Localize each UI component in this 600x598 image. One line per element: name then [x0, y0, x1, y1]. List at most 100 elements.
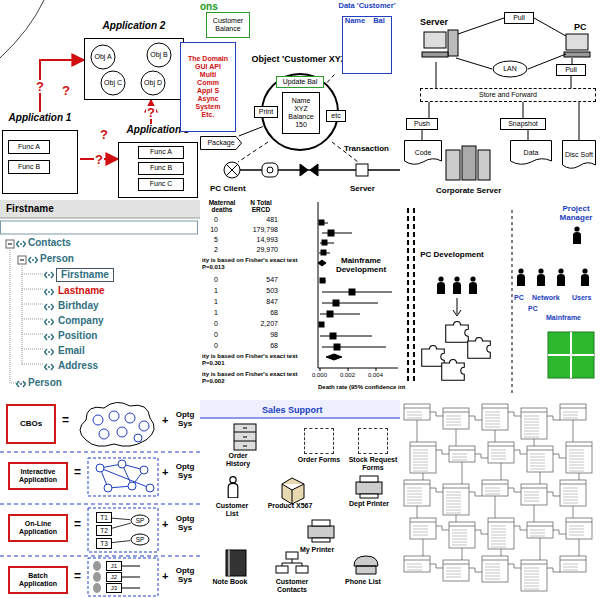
- sales-support-icons-part: [200, 400, 400, 418]
- forest-plot-part-part: [320, 278, 325, 283]
- application-equations-part-part: [140, 466, 148, 474]
- er-relation: [475, 530, 488, 534]
- er-field: [524, 416, 539, 417]
- connector: [112, 518, 130, 520]
- tree-view-part: [0, 200, 200, 218]
- er-table: [560, 404, 586, 420]
- text-label: Customer List: [210, 502, 254, 518]
- forest-plot-part-part: [318, 260, 326, 266]
- er-relation: [553, 530, 566, 534]
- application-equations-part-part: [117, 427, 127, 437]
- text-label: Person: [28, 377, 62, 389]
- node-text: Print: [259, 108, 273, 116]
- sales-support-icons-part: [228, 477, 238, 498]
- text-label: 0: [202, 331, 218, 339]
- er-relation: [573, 420, 574, 442]
- node-text: Balance: [288, 113, 313, 121]
- text-label: 847: [234, 298, 278, 306]
- text-label: 0: [202, 216, 218, 224]
- sales-support-icons-part: [200, 418, 400, 419]
- text-label: ity is based on Fisher's exact text P=0.…: [202, 257, 316, 271]
- node-text: Pull: [565, 66, 577, 74]
- er-table-header: [410, 446, 436, 447]
- er-field: [491, 453, 506, 454]
- text-label: =: [74, 466, 81, 480]
- er-field: [524, 568, 539, 569]
- text-label: Death rate (95% confidence int: [318, 384, 405, 391]
- tree-view-part: [17, 241, 26, 247]
- process-box: J3: [106, 583, 122, 593]
- sales-support-icons-part: [312, 538, 330, 542]
- er-field: [452, 545, 467, 546]
- application-equations-part: [122, 566, 140, 588]
- selected-item: Firstname: [56, 268, 114, 282]
- transaction-line-part: [262, 163, 278, 177]
- er-table-header: [404, 408, 430, 409]
- er-field: [524, 580, 539, 581]
- application-equations-part: [88, 558, 158, 596]
- team-illustration-part: [573, 226, 581, 244]
- er-table-header: [488, 522, 514, 523]
- application-equations-part-part: [93, 561, 101, 571]
- forest-plot-part-part: [321, 250, 326, 255]
- forest-plot-part: [318, 368, 398, 369]
- tree-view-part: [20, 260, 24, 261]
- process-box: Push: [406, 118, 438, 130]
- sales-support-icons: [200, 400, 400, 576]
- er-field: [563, 494, 578, 495]
- er-table-header: [482, 484, 508, 485]
- er-table: [443, 408, 469, 429]
- er-relation: [547, 416, 560, 420]
- application-equations-part-part: [93, 572, 101, 582]
- er-relation: [534, 439, 535, 446]
- application-equations-part: [88, 458, 158, 496]
- team-illustration-part: [453, 298, 461, 316]
- er-relation: [417, 420, 418, 442]
- node-text: Snapshot: [508, 120, 538, 128]
- node-text: Func B: [150, 164, 172, 172]
- er-table-header: [521, 564, 547, 565]
- er-field: [524, 492, 539, 493]
- er-field: [491, 450, 506, 451]
- text-label: Address: [58, 360, 98, 372]
- ellipse-outline: [101, 71, 125, 95]
- er-field: [491, 544, 506, 545]
- connector: [422, 130, 423, 140]
- network-icons-part: [436, 18, 572, 88]
- er-relation: [501, 463, 502, 480]
- process-box: T2: [96, 525, 112, 536]
- application-equations-part: [0, 452, 200, 556]
- document-shape: Code: [404, 140, 442, 166]
- er-relation: [547, 568, 560, 572]
- text-label: Position: [58, 330, 97, 342]
- er-relation: [514, 526, 527, 530]
- text-label: Mainframe: [546, 314, 581, 322]
- text-label: ?: [62, 84, 70, 99]
- connector: [327, 73, 336, 83]
- text-label: Optg Sys: [172, 410, 198, 428]
- er-field: [569, 529, 584, 530]
- er-field: [452, 542, 467, 543]
- node-text: Update Bal: [283, 78, 318, 86]
- er-relation: [579, 539, 580, 556]
- node-text: T2: [100, 527, 108, 534]
- er-field: [524, 428, 539, 429]
- er-field: [413, 456, 428, 457]
- er-table-header: [404, 560, 430, 561]
- er-field: [407, 415, 422, 416]
- er-table-header: [482, 560, 508, 561]
- node-text: Interactive Application: [12, 468, 64, 484]
- network-icons-part: [422, 52, 448, 57]
- er-table: [566, 518, 592, 539]
- connector: [239, 127, 263, 136]
- text-label: 5: [202, 236, 218, 244]
- node-text: Firstname: [61, 269, 109, 281]
- er-table-header: [560, 484, 586, 485]
- application-equations-part: [80, 402, 154, 446]
- application-box: Batch Application: [8, 566, 68, 594]
- er-field: [530, 469, 545, 470]
- text-label: 0.000: [312, 372, 327, 379]
- forest-plot: [318, 202, 398, 371]
- process-box: Func AFunc BFunc CApplication 3: [118, 124, 198, 198]
- er-field: [407, 500, 422, 501]
